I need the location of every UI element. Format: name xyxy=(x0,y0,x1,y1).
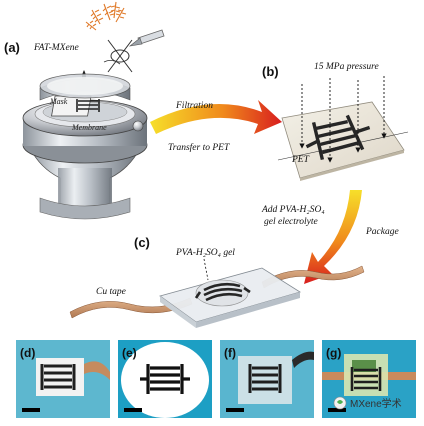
filtration-arrow xyxy=(150,100,282,134)
pipette-icon xyxy=(103,29,165,73)
fat-mxene-label: FAT-MXene xyxy=(33,43,79,53)
filtration-label: Filtration xyxy=(175,101,213,111)
watermark-text: MXene学术 xyxy=(350,397,402,410)
mxene-flakes-icon xyxy=(85,1,127,31)
photo-f xyxy=(220,340,314,418)
panel-label-g: (g) xyxy=(326,346,341,360)
pressure-arrows xyxy=(299,76,387,163)
photo-d xyxy=(16,340,110,418)
panel-label-a: (a) xyxy=(4,40,20,55)
panel-label-f: (f) xyxy=(224,346,236,360)
package-label: Package xyxy=(365,227,399,237)
cu-tape-right xyxy=(261,265,365,289)
packaged-device xyxy=(159,267,301,328)
pva-pointer xyxy=(203,258,209,281)
photo-e xyxy=(118,340,212,418)
pet-substrate xyxy=(277,101,409,181)
filtration-apparatus xyxy=(22,73,148,220)
pva-gel-label: PVA-H₂SO₄ gel xyxy=(175,248,235,258)
panel-label-c: (c) xyxy=(134,235,150,250)
pressure-label: 15 MPa pressure xyxy=(314,62,379,72)
add-gel-label-line1: Add PVA-H₂SO₄ xyxy=(261,205,325,215)
panel-label-b: (b) xyxy=(262,64,279,79)
package-arrow xyxy=(304,190,362,284)
membrane-label: Membrane xyxy=(71,123,107,132)
transfer-label: Transfer to PET xyxy=(168,142,230,153)
cu-tape-label: Cu tape xyxy=(96,287,126,297)
panel-label-d: (d) xyxy=(20,346,35,360)
mask-label: Mask xyxy=(49,97,68,106)
watermark: MXene学术 xyxy=(333,396,402,410)
pet-label: PET xyxy=(291,155,310,165)
add-gel-label-line2: gel electrolyte xyxy=(264,217,318,227)
panel-label-e: (e) xyxy=(122,346,137,360)
